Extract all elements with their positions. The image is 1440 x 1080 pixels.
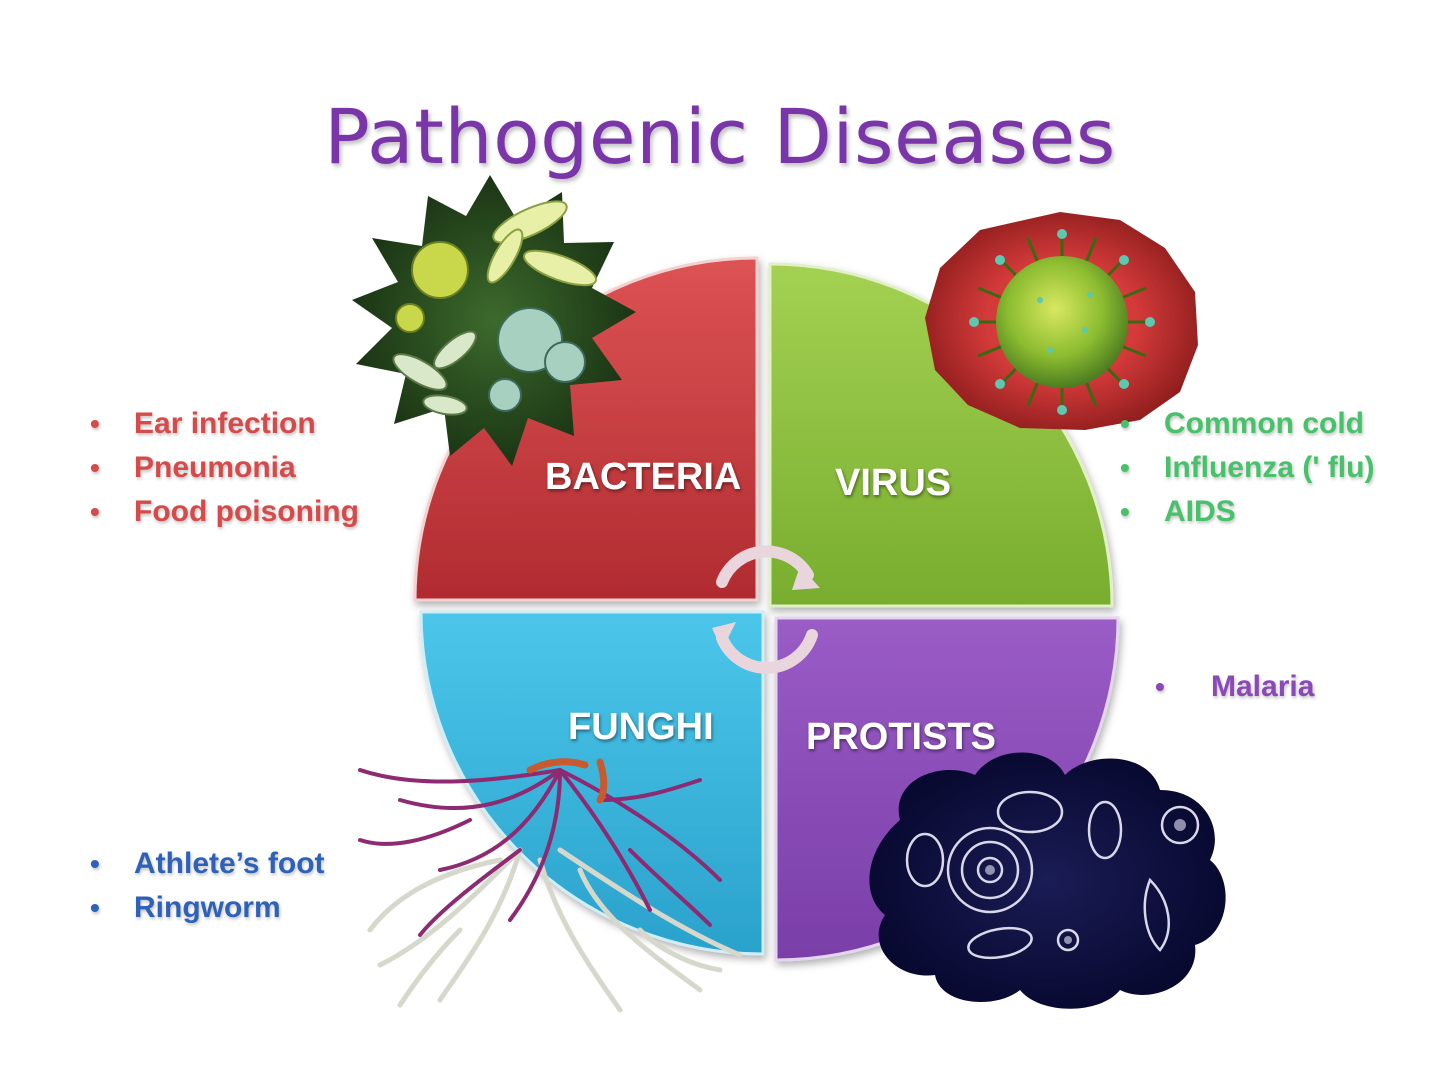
virus-label: VIRUS — [835, 462, 952, 504]
page-title: Pathogenic Diseases — [324, 92, 1116, 181]
virus-particle-image — [925, 212, 1198, 430]
list-item: Ear infection — [90, 402, 359, 446]
list-item: Ringworm — [90, 886, 325, 930]
funghi-disease-list: Athlete’s foot Ringworm — [90, 842, 325, 930]
bacteria-label: BACTERIA — [545, 456, 742, 498]
protist-microscopy-image — [869, 752, 1226, 1009]
list-item: Malaria — [1155, 665, 1314, 709]
protists-label: PROTISTS — [806, 716, 997, 758]
bacteria-disease-list: Ear infection Pneumonia Food poisoning — [90, 402, 359, 534]
fungal-hyphae-image — [358, 758, 743, 1013]
funghi-label: FUNGHI — [568, 706, 714, 748]
funghi-quadrant — [419, 610, 765, 956]
list-item: Common cold — [1120, 402, 1374, 446]
list-item: Pneumonia — [90, 446, 359, 490]
list-item: Athlete’s foot — [90, 842, 325, 886]
protists-disease-list: Malaria — [1155, 665, 1314, 709]
list-item: AIDS — [1120, 490, 1374, 534]
list-item: Influenza (' flu) — [1120, 446, 1374, 490]
cycle-arrows-icon — [716, 545, 818, 674]
list-item: Food poisoning — [90, 490, 359, 534]
bacteria-microscopy-image — [352, 175, 636, 466]
virus-disease-list: Common cold Influenza (' flu) AIDS — [1120, 402, 1374, 534]
